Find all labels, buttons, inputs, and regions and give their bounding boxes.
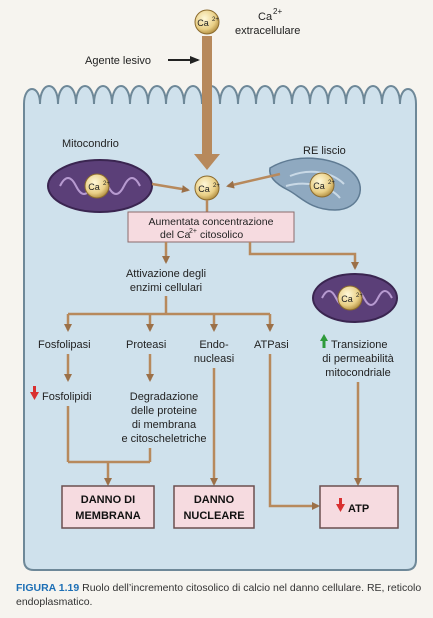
degradation-line1: Degradazione — [130, 391, 199, 403]
transition-line1: Transizione — [331, 339, 387, 351]
figure-number: FIGURA 1.19 — [16, 582, 80, 594]
er-release-arrow — [226, 172, 281, 189]
concentration-line1: Aumentata concentrazione — [149, 216, 274, 228]
extracellular-label: extracellulare — [235, 25, 300, 37]
degradation-line4: e citoscheletriche — [122, 433, 207, 445]
extracellular-ca-sup: 2+ — [273, 7, 282, 16]
degradation-line2: delle proteine — [131, 405, 197, 417]
outcome-atp-label: ATP — [348, 503, 369, 515]
activation-line2: enzimi cellulari — [130, 282, 202, 294]
concentration-line2-prefix: del Ca — [160, 229, 191, 241]
outcome-nuclear-line2: NUCLEARE — [183, 510, 244, 522]
transition-line3: mitocondriale — [325, 367, 390, 379]
enzyme-atpasi: ATPasi — [254, 339, 289, 351]
concentration-line2-suffix: citosolico — [200, 229, 243, 241]
mito-right-ca-sup: 2+ — [356, 293, 363, 299]
mito-right-ca: Ca — [341, 294, 353, 304]
re-liscio-label: RE liscio — [303, 145, 346, 157]
cyto-ca: Ca — [198, 184, 210, 194]
outcome-atp-box — [319, 485, 399, 529]
ca-ion-label: Ca — [197, 18, 209, 28]
cyto-ca-sup: 2+ — [213, 183, 220, 189]
ca-ion-sup: 2+ — [212, 17, 219, 23]
outcome-membrane-line2: MEMBRANA — [75, 510, 140, 522]
enzyme-fosfolipasi: Fosfolipasi — [38, 339, 91, 351]
red-down-arrow-icon — [336, 498, 345, 512]
fosfolipidi-label: Fosfolipidi — [42, 391, 92, 403]
ca-extracellular: Ca 2+ — [194, 9, 220, 35]
er-ca-sup: 2+ — [328, 180, 335, 186]
outcome-membrane-box — [61, 485, 155, 529]
mito-release-arrow — [151, 182, 190, 193]
degradation-line3: di membrana — [132, 419, 197, 431]
activation-line1: Attivazione degli — [126, 268, 206, 280]
agente-lesivo-label: Agente lesivo — [85, 55, 151, 67]
transition-line2: di permeabilità — [322, 353, 394, 365]
outcome-nuclear-line1: DANNO — [194, 494, 235, 506]
mitochondrion-right: Ca 2+ — [312, 273, 398, 323]
er-ca: Ca — [313, 181, 325, 191]
green-up-arrow-icon — [320, 334, 328, 348]
influx-arrow — [194, 36, 220, 170]
ca-cytosolic: Ca 2+ — [194, 175, 220, 201]
enzyme-endo-line2: nucleasi — [194, 353, 234, 365]
outcome-membrane-line1: DANNO DI — [81, 494, 135, 506]
to-mito-right-arrow — [248, 242, 359, 270]
red-down-arrow-icon — [30, 386, 39, 400]
outcome-nuclear-box — [173, 485, 255, 529]
concentration-line2-sup: 2+ — [189, 228, 197, 235]
smooth-er: Ca 2+ — [269, 157, 362, 211]
caption-text: Ruolo dell’incremento citosolico di calc… — [16, 582, 422, 608]
mito-ca-sup: 2+ — [103, 181, 110, 187]
mitocondrio-label: Mitocondrio — [62, 138, 119, 150]
enzyme-endo-line1: Endo- — [199, 339, 229, 351]
extracellular-ca: Ca — [258, 11, 273, 23]
concentration-box — [127, 211, 295, 243]
figure-caption: FIGURA 1.19 Ruolo dell’incremento citoso… — [16, 581, 426, 609]
diagram: Ca 2+ Ca 2+ extracellulare Agente lesivo… — [23, 7, 417, 571]
mito-ca: Ca — [88, 182, 100, 192]
enzyme-proteasi: Proteasi — [126, 339, 166, 351]
mitochondrion-left: Ca 2+ — [47, 159, 153, 213]
